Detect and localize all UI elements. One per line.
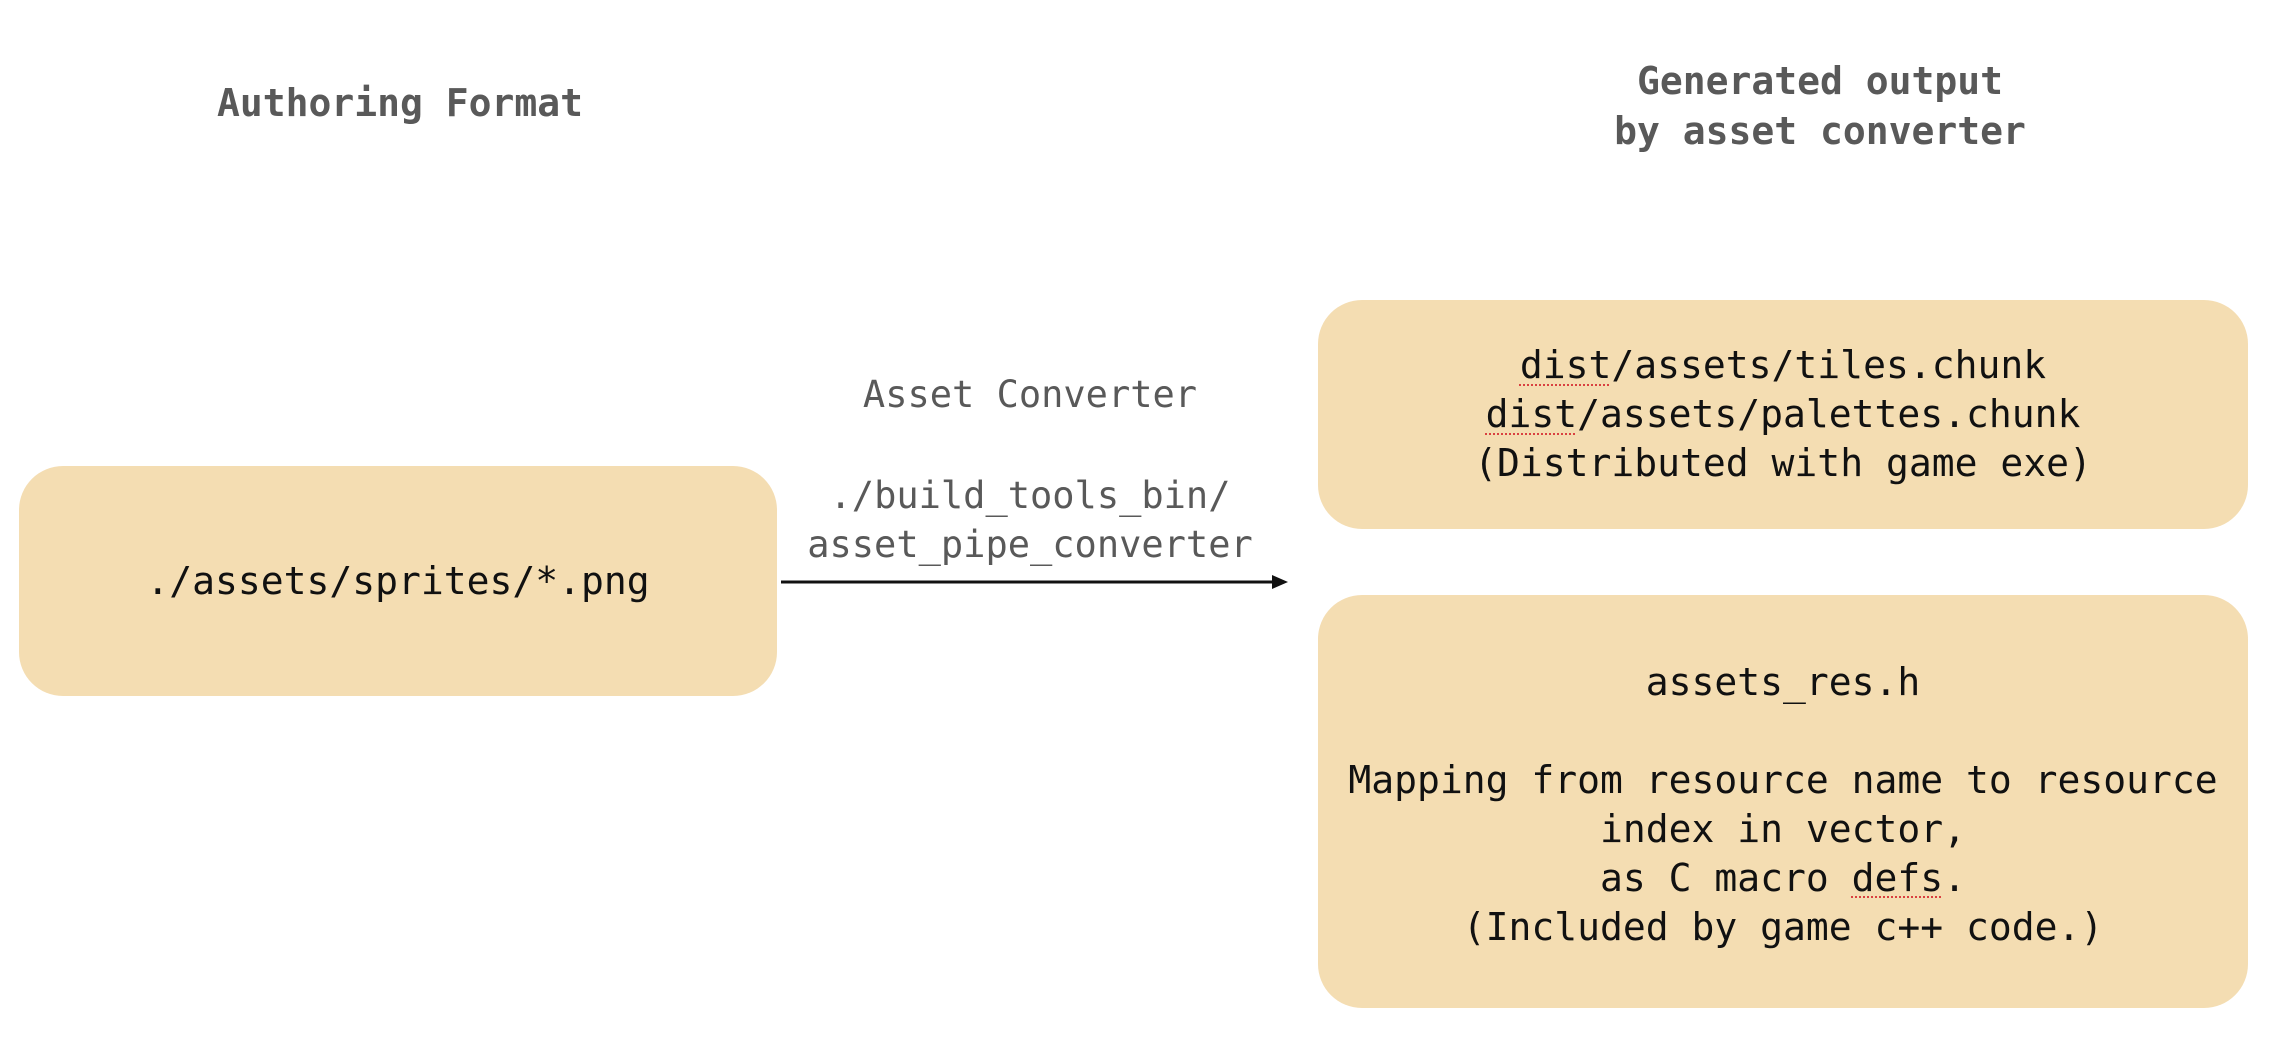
asset-converter-path: ./build_tools_bin/ asset_pipe_converter xyxy=(780,471,1280,569)
palettes-chunk-path: dist/assets/palettes.chunk xyxy=(1486,390,2081,439)
source-sprites-path: ./assets/sprites/*.png xyxy=(146,558,650,603)
generated-output-heading-line-1: Generated output xyxy=(1636,59,2004,103)
authoring-format-heading-text: Authoring Format xyxy=(216,81,584,125)
palettes-chunk-dist-word: dist xyxy=(1485,392,1578,436)
chunk-distribution-note: (Distributed with game exe) xyxy=(1474,441,2092,485)
header-file-description-line-2: index in vector, xyxy=(1599,806,1967,851)
header-file-inclusion-note: (Included by game c++ code.) xyxy=(1462,904,2104,949)
tiles-chunk-rest: /assets/tiles.chunk xyxy=(1611,343,2047,387)
conversion-arrow xyxy=(781,575,1288,589)
source-sprites-box: ./assets/sprites/*.png xyxy=(19,466,777,696)
header-file-macro-prefix: as C macro xyxy=(1599,855,1852,900)
tiles-chunk-path: dist/assets/tiles.chunk xyxy=(1520,341,2046,390)
header-file-name: assets_res.h xyxy=(1645,659,1921,704)
chunk-files-box: dist/assets/tiles.chunk dist/assets/pale… xyxy=(1318,300,2248,529)
header-file-macro-suffix: . xyxy=(1943,855,1967,900)
asset-converter-path-line-1: ./build_tools_bin/ xyxy=(829,474,1231,517)
tiles-chunk-dist-word: dist xyxy=(1519,343,1612,387)
header-file-box: assets_res.h Mapping from resource name … xyxy=(1318,595,2248,1008)
generated-output-heading-line-2: by asset converter xyxy=(1614,109,2026,153)
header-file-description-line-3: as C macro defs. xyxy=(1600,854,1966,903)
header-file-description-line-1: Mapping from resource name to resource xyxy=(1348,757,2218,802)
asset-converter-label: Asset Converter xyxy=(862,373,1198,416)
authoring-format-heading: Authoring Format xyxy=(100,78,700,128)
header-file-defs-word: defs xyxy=(1851,855,1944,900)
conversion-arrowhead xyxy=(1272,575,1288,589)
asset-converter-path-line-2: asset_pipe_converter xyxy=(807,523,1253,566)
generated-output-heading: Generated output by asset converter xyxy=(1510,56,2130,156)
palettes-chunk-rest: /assets/palettes.chunk xyxy=(1577,392,2081,436)
